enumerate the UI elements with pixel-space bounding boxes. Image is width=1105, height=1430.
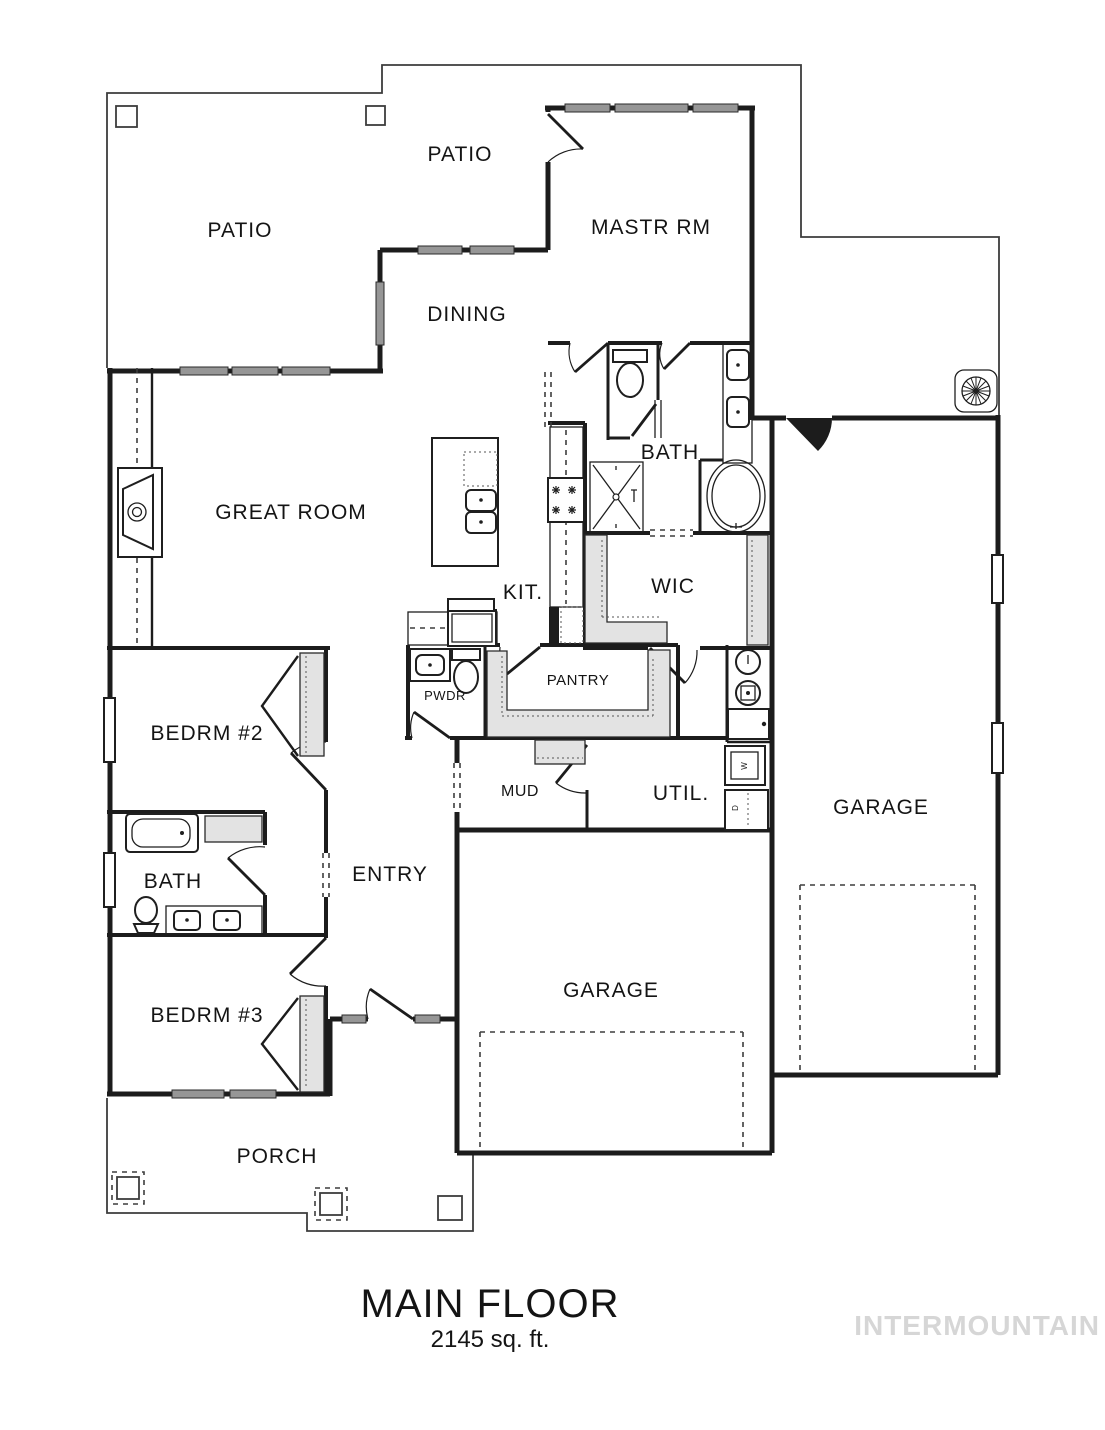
bedroom2-label: BEDRM #2 [150,722,263,745]
windows [102,100,1004,1102]
wall-oven [447,609,497,647]
bedroom3-windows [171,1086,277,1102]
plan-title: MAIN FLOOR [361,1282,620,1326]
wic-shelving [584,534,769,646]
hall-bath-window [102,852,118,908]
garage-door-bays [479,884,976,1150]
bedroom2-window [102,697,118,763]
range [547,477,585,523]
washer-label: W [740,762,749,770]
bath-vanity [165,905,263,935]
watermark: INTERMOUNTAIN [854,1310,1100,1341]
hall-bath-fixtures [125,813,263,935]
patio-left-label: PATIO [208,219,273,242]
utility-fixtures: W D [724,649,770,831]
master-bath-fixtures [589,342,766,533]
dryer: D [724,789,769,831]
hall-bath-door [227,846,266,896]
garage-bottom-door-bay [479,1031,744,1150]
mud-label: MUD [501,783,539,800]
kitchen-fixtures [407,426,585,647]
pwdr-fixtures [409,648,481,694]
porch-pillar-footing [314,1187,348,1221]
hall-bath-label: BATH [144,870,202,893]
fridge [549,607,559,643]
bedroom2-closet [260,652,325,757]
util-label: UTIL. [653,782,709,805]
garage-windows [991,554,1004,774]
toilet [134,896,158,924]
pwdr-door [410,710,451,740]
patio-roof-outline [106,64,1000,415]
plan-area: 2145 sq. ft. [431,1326,550,1353]
front-door [365,987,414,1026]
master-toilet [612,349,648,398]
master-bath-label: BATH [641,441,699,464]
range-burners [552,486,576,514]
porch-pillar-footing [111,1171,145,1205]
master-hall-door [568,341,609,374]
shower [589,461,644,533]
master-label: MASTR RM [591,216,711,239]
entry-sidelight-windows [341,1011,441,1027]
great-room-windows [179,363,331,379]
master-entry-door [547,113,584,163]
master-windows [564,100,739,116]
bedroom3-closet [260,995,325,1093]
room-labels: PATIO PATIO MASTR RM DINING GREAT ROOM K… [144,143,929,1168]
pantry-shelving [486,649,671,738]
kitchen-counter-east [547,426,585,644]
pantry-label: PANTRY [547,672,609,689]
hall-bath-shelf [204,815,263,843]
master-bath-door [659,342,691,370]
garage-right-door-bay [799,884,976,1072]
porch-pillar [437,1195,463,1221]
garage-bottom-label: GARAGE [563,979,659,1002]
mud-bench [534,739,586,765]
wic-label: WIC [651,575,695,598]
pwdr-label: PWDR [424,688,466,703]
dining-windows [372,242,515,346]
washer: W [724,745,766,786]
garage-entry-door [786,418,832,451]
porch-pillar [116,1176,140,1200]
bedroom3-door [289,937,327,987]
toilet-room-door [630,403,658,437]
bathtub [125,813,199,853]
entry-label: ENTRY [352,863,428,886]
pwdr-toilet-tank [451,648,481,661]
garage-right-label: GARAGE [833,796,929,819]
patio-pillar [365,105,386,126]
footer: MAIN FLOOR 2145 sq. ft. INTERMOUNTAIN [361,1282,1100,1353]
dining-label: DINING [427,303,507,326]
kitchen-counter-south [407,598,498,647]
master-tub [706,459,766,533]
master-vanity [722,342,753,464]
closets [204,534,769,1093]
kitchen-label: KIT. [503,581,543,604]
pwdr-toilet [453,660,479,694]
fireplace [117,467,163,558]
porch-label: PORCH [237,1145,318,1168]
kitchen-island [431,437,499,567]
bedroom3-label: BEDRM #3 [150,1004,263,1027]
dryer-label: D [731,805,740,811]
fan-icon [954,369,998,413]
patio-pillar [115,105,138,128]
porch-outline [106,1098,474,1232]
patio-top-label: PATIO [428,143,493,166]
porch-pillar [319,1192,343,1216]
great-room-label: GREAT ROOM [215,501,367,524]
